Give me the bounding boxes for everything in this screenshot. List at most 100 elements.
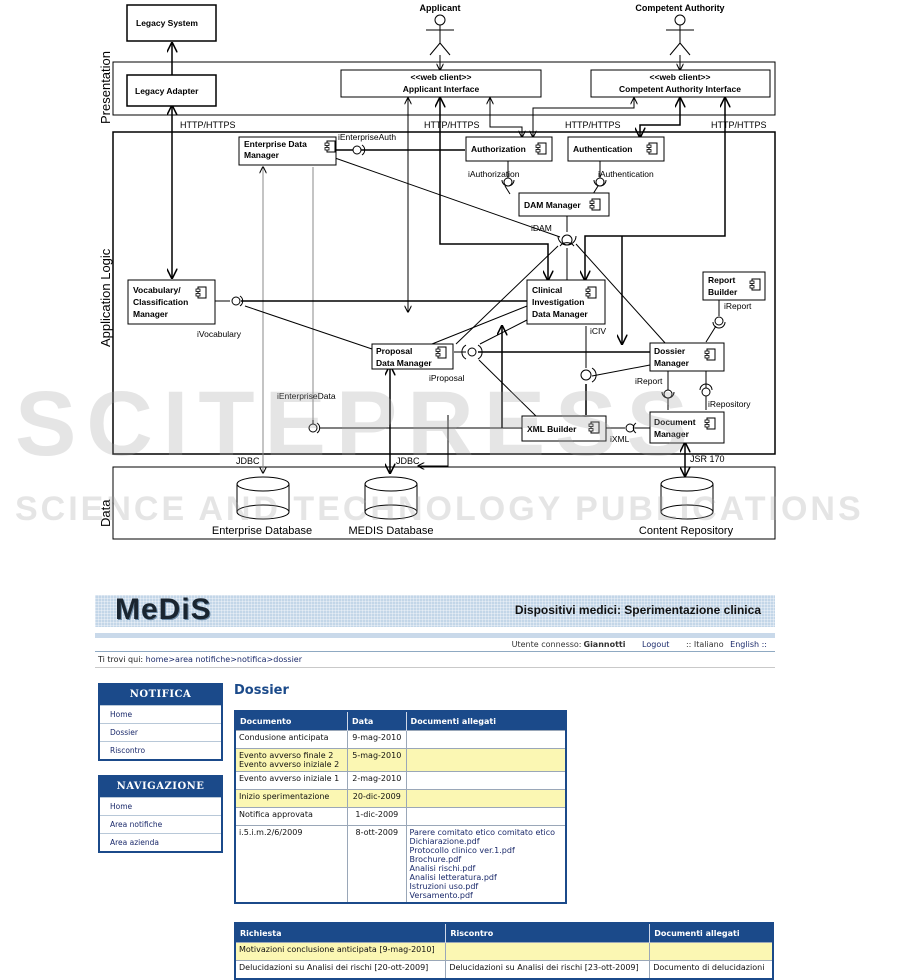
cell-data: 20-dic-2009 [347,789,407,808]
enterprise-data-manager-box [238,136,337,166]
table-row: Delucidazioni su Analisi dei rischi [20-… [234,960,774,980]
medis-database-icon [364,476,418,520]
col-header-doc-allegati: Documenti allegati [649,923,774,943]
medis-database-label: MEDIS Database [349,525,434,537]
civ-label-2: Investigation [532,297,584,307]
enterprise-database-label: Enterprise Database [212,525,312,537]
civ-label-1: Clinical [532,285,562,295]
protocol-http-4: HTTP/HTTPS [711,120,767,130]
attachment-link[interactable]: Istruzioni uso.pdf [409,882,479,891]
legacy-adapter-box [126,74,217,107]
actor-applicant-label: Applicant [419,3,460,13]
cell-documento[interactable]: Notifica approvata [234,807,349,826]
applicant-interface-stereotype: <<web client>> [411,72,472,82]
iface-proposal: iProposal [429,373,465,383]
vocabulary-label-2: Classification [133,297,188,307]
nav-notifica-dossier[interactable]: Dossier [100,723,221,741]
cell-richiesta[interactable]: Delucidazioni su Analisi dei rischi [20-… [234,960,447,980]
document-name[interactable]: Evento avverso iniziale 1 [239,774,340,783]
ca-interface-label: Competent Authority Interface [619,84,741,94]
xml-builder-label: XML Builder [527,424,577,434]
header-banner: MeDiS Dispositivi medici: Sperimentazion… [95,593,775,627]
document-name[interactable]: i.5.i.m.2/6/2009 [239,828,303,837]
data-layer [112,466,776,540]
cell-documento[interactable]: Condusione anticipata [234,730,349,749]
cell-allegati [405,789,567,808]
dossier-label-1: Dossier [654,346,686,356]
cell-data: 2-mag-2010 [347,771,407,790]
document-manager-label-1: Document [654,417,696,427]
iface-enterprise-data: iEnterpriseData [277,391,336,401]
iface-report-top: iReport [724,301,752,311]
breadcrumb: Ti trovi qui: home>area notifiche>notifi… [98,655,302,664]
iface-vocabulary: iVocabulary [197,329,242,339]
document-name[interactable]: Evento avverso finale 2 [239,751,334,760]
cell-documento[interactable]: i.5.i.m.2/6/2009 [234,825,349,904]
protocol-http-3: HTTP/HTTPS [565,120,621,130]
authentication-box [567,136,665,162]
nav-notifica-riscontro[interactable]: Riscontro [100,741,221,759]
banner-title: Dispositivi medici: Sperimentazione clin… [514,603,761,617]
actor-competent-authority [666,14,694,56]
nav-navigazione-area-azienda[interactable]: Area azienda [100,833,221,851]
attachment-link[interactable]: Parere comitato etico comitato etico [409,828,556,837]
nav-navigazione-area-notifiche[interactable]: Area notifiche [100,815,221,833]
cell-documento[interactable]: Evento avverso iniziale 1 [234,771,349,790]
col-header-allegati: Documenti allegati [406,711,567,731]
document-name[interactable]: Inizio sperimentazione [239,792,330,801]
cell-richiesta[interactable]: Motivazioni conclusione anticipata [9-ma… [234,942,447,961]
cell-documento[interactable]: Inizio sperimentazione [234,789,349,808]
logout-link[interactable]: Logout [642,640,670,649]
document-name[interactable]: Notifica approvata [239,810,313,819]
protocol-http-1: HTTP/HTTPS [180,120,236,130]
attachment-link[interactable]: Dichiarazione.pdf [409,837,480,846]
nav-navigazione-title: NAVIGAZIONE [100,777,221,797]
nav-notifica: NOTIFICA Home Dossier Riscontro [98,683,223,761]
table-row: Motivazioni conclusione anticipata [9-ma… [234,942,774,961]
protocol-jsr: JSR 170 [690,454,725,464]
iface-civ: iCIV [590,326,606,336]
cell-riscontro [445,942,651,961]
table-row: Inizio sperimentazione 20-dic-2009 [234,789,567,808]
protocol-jdbc-1: JDBC [236,456,260,466]
vocabulary-label-1: Vocabulary/ [133,285,181,295]
attachment-link[interactable]: Analisi letteratura.pdf [409,873,497,882]
nav-notifica-title: NOTIFICA [100,685,221,705]
nav-notifica-home[interactable]: Home [100,705,221,723]
user-label: Utente connesso: [511,640,582,649]
user-bar: Utente connesso:Giannotti Logout :: Ital… [498,640,767,649]
attachment-link[interactable]: Protocollo clinico ver.1.pdf [409,846,515,855]
page-title: Dossier [234,683,289,698]
lang-english-link[interactable]: English :: [730,640,767,649]
breadcrumb-path[interactable]: home>area notifiche>notifica>dossier [145,655,303,664]
protocol-http-2: HTTP/HTTPS [424,120,480,130]
cell-allegati [405,748,567,772]
iface-xml: iXML [610,434,630,444]
cell-riscontro[interactable]: Delucidazioni su Analisi dei rischi [23-… [445,960,651,980]
cell-allegati [405,730,567,749]
col-header-richiesta: Richiesta [235,923,447,943]
actor-competent-authority-label: Competent Authority [635,3,724,13]
medis-web-screenshot: MeDiS Dispositivi medici: Sperimentazion… [95,593,775,980]
iface-repository: iRepository [708,399,751,409]
attachment-link[interactable]: Versamento.pdf [409,891,473,900]
lang-italian-link[interactable]: :: Italiano [685,640,724,649]
attachment-link[interactable]: Analisi rischi.pdf [409,864,476,873]
nav-navigazione-home[interactable]: Home [100,797,221,815]
document-name[interactable]: Condusione anticipata [239,733,329,742]
civ-label-3: Data Manager [532,309,588,319]
document-name[interactable]: Evento avverso iniziale 2 [239,760,340,769]
edm-label-2: Manager [244,150,280,160]
cell-doc-allegato[interactable]: Documento di delucidazioni [649,960,774,980]
attachment-link[interactable]: Brochure.pdf [409,855,462,864]
iface-dam: iDAM [531,223,552,233]
architecture-diagram: Presentation Application Logic Data Appl… [98,3,776,540]
edm-label-1: Enterprise Data [244,139,307,149]
authorization-label: Authorization [471,144,526,154]
